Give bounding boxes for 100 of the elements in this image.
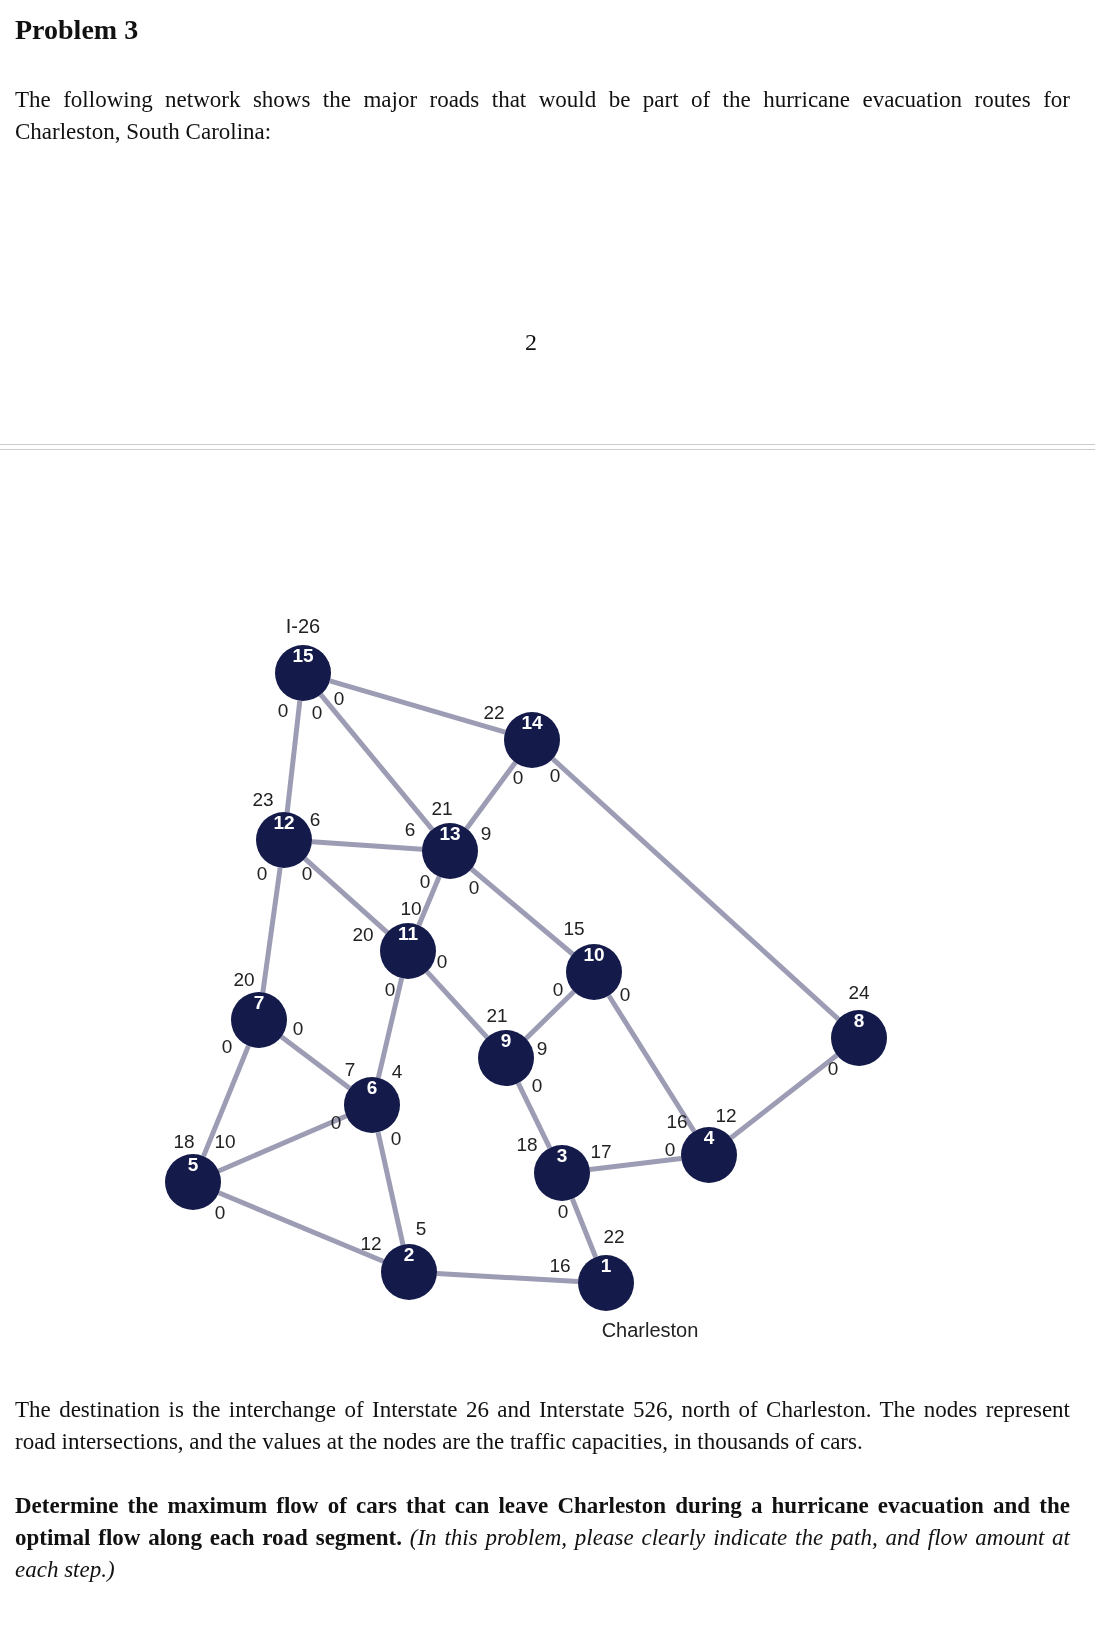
intersection-node: [275, 645, 331, 701]
capacity-value: 20: [352, 924, 374, 946]
node-caption: Charleston: [601, 1318, 699, 1342]
road-line: [436, 1271, 579, 1284]
road-line: [375, 977, 405, 1079]
capacity-value: 7: [344, 1059, 356, 1081]
intersection-node: [231, 992, 287, 1048]
capacity-value: 24: [848, 982, 870, 1004]
capacity-value: 6: [404, 819, 416, 841]
capacity-value: 9: [536, 1038, 548, 1060]
capacity-value: 0: [436, 951, 448, 973]
node-number: 12: [272, 812, 296, 834]
capacity-value: 10: [214, 1131, 236, 1153]
road-line: [606, 994, 697, 1133]
capacity-value: 0: [277, 700, 289, 722]
capacity-value: 0: [619, 984, 631, 1006]
node-number: 1: [599, 1255, 613, 1277]
intersection-node: [504, 712, 560, 768]
road-line: [464, 761, 518, 830]
node-number: 11: [396, 923, 420, 945]
capacity-value: 16: [549, 1255, 571, 1277]
description-paragraph: The destination is the interchange of Interstate 26 and Interstate 526, north of Charleston. The nodes represent road intersections, and the values at the nodes are the traffic capacities, in thousands of cars.: [15, 1396, 1070, 1456]
capacity-value: 0: [419, 871, 431, 893]
road-line: [217, 1113, 348, 1174]
intersection-node: [566, 944, 622, 1000]
capacity-value: 0: [390, 1128, 402, 1150]
capacity-value: 20: [233, 969, 255, 991]
intro-paragraph: The following network shows the major roads that would be part of the hurricane evacuation routes for Charleston, South Carolina:: [15, 86, 1070, 146]
node-number: 2: [402, 1244, 416, 1266]
capacity-value: 0: [301, 863, 313, 885]
intersection-node: [256, 812, 312, 868]
capacity-value: 12: [360, 1233, 382, 1255]
road-line: [303, 856, 389, 935]
node-number: 15: [291, 645, 315, 667]
capacity-value: 0: [557, 1201, 569, 1223]
capacity-value: 0: [468, 877, 480, 899]
capacity-value: 0: [292, 1018, 304, 1040]
intersection-node: [381, 1244, 437, 1300]
capacity-value: 0: [549, 765, 561, 787]
capacity-value: 21: [431, 798, 453, 820]
node-number: 5: [186, 1154, 200, 1176]
capacity-value: 18: [173, 1131, 195, 1153]
capacity-value: 0: [664, 1139, 676, 1161]
road-line: [469, 867, 575, 956]
road-line: [570, 1198, 598, 1258]
node-number: 7: [252, 992, 266, 1014]
capacity-value: 4: [391, 1061, 403, 1083]
intersection-node: [578, 1255, 634, 1311]
capacity-value: 0: [384, 979, 396, 1001]
node-number: 8: [852, 1010, 866, 1032]
capacity-value: 0: [221, 1036, 233, 1058]
capacity-value: 0: [311, 702, 323, 724]
road-line: [311, 839, 423, 852]
road-line: [729, 1053, 839, 1140]
capacity-value: 0: [552, 979, 564, 1001]
node-caption: I-26: [285, 614, 321, 638]
capacity-value: 0: [531, 1075, 543, 1097]
road-line: [284, 700, 303, 813]
capacity-value: 0: [214, 1202, 226, 1224]
road-line: [425, 969, 489, 1040]
node-number: 13: [438, 823, 462, 845]
capacity-value: 21: [486, 1005, 508, 1027]
capacity-value: 5: [415, 1218, 427, 1240]
heading: Problem 3: [15, 14, 139, 46]
road-line: [260, 867, 283, 993]
capacity-value: 0: [333, 688, 345, 710]
capacity-value: 22: [603, 1226, 625, 1248]
capacity-value: 17: [590, 1141, 612, 1163]
road-line: [551, 757, 840, 1021]
capacity-value: 10: [400, 898, 422, 920]
node-number: 9: [499, 1030, 513, 1052]
road-line: [516, 1082, 552, 1149]
capacity-value: 0: [512, 767, 524, 789]
intersection-node: [681, 1127, 737, 1183]
task-paragraph: Determine the maximum flow of cars that can leave Charleston during a hurricane evacuation and the optimal flow along each road segment. (In this problem, please clearly indicate the path, and flow amount at each step.): [15, 1492, 1070, 1584]
capacity-value: 0: [827, 1058, 839, 1080]
capacity-value: 15: [563, 918, 585, 940]
road-line: [416, 875, 442, 927]
node-number: 4: [702, 1127, 716, 1149]
capacity-value: 9: [480, 823, 492, 845]
intersection-node: [380, 923, 436, 979]
capacity-value: 12: [715, 1105, 737, 1127]
capacity-value: 6: [309, 809, 321, 831]
road-line: [318, 693, 435, 831]
node-number: 6: [365, 1077, 379, 1099]
node-number: 3: [555, 1145, 569, 1167]
intersection-node: [478, 1030, 534, 1086]
page-number: 2: [525, 328, 537, 356]
capacity-value: 0: [256, 863, 268, 885]
road-line: [524, 989, 576, 1041]
capacity-value: 23: [252, 789, 274, 811]
road-line: [589, 1155, 682, 1173]
road-line: [201, 1044, 251, 1158]
node-number: 14: [520, 712, 544, 734]
intersection-node: [344, 1077, 400, 1133]
road-line: [329, 678, 506, 735]
capacity-value: 18: [516, 1134, 538, 1156]
road-line: [217, 1190, 385, 1264]
capacity-value: 0: [330, 1112, 342, 1134]
capacity-value: 22: [483, 702, 505, 724]
